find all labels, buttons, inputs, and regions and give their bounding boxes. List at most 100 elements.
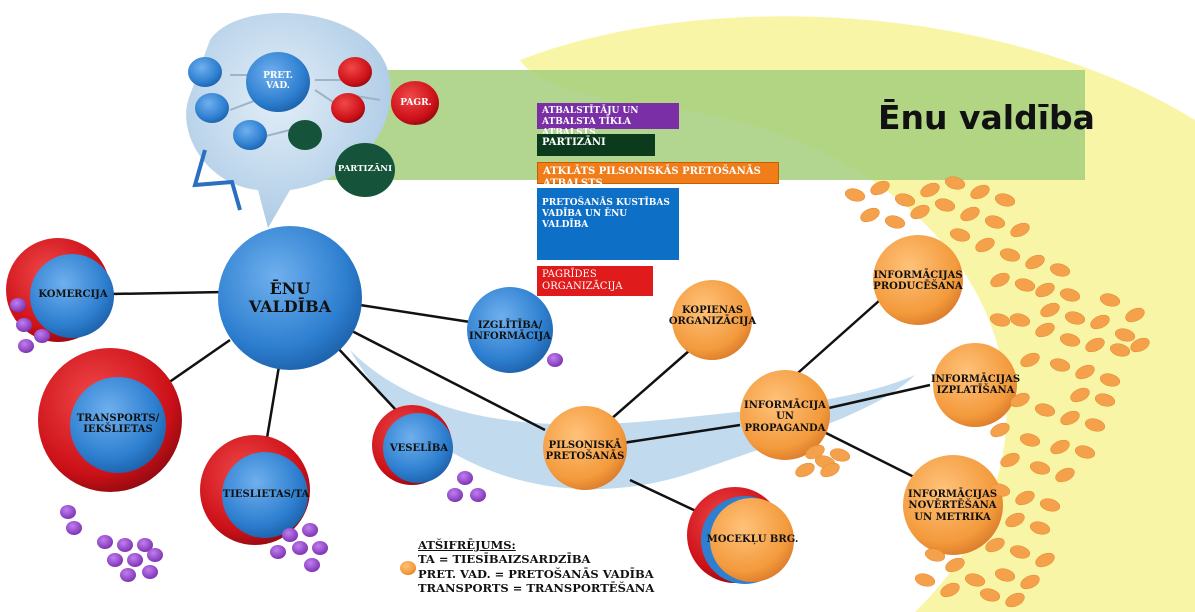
node-kopienas: KOPIENAS ORGANIZĀCIJA: [668, 304, 757, 328]
orange-pellet: [1099, 373, 1121, 387]
orange-pellet: [820, 462, 840, 478]
orange-pellet: [1094, 393, 1116, 407]
orange-pellet: [1020, 352, 1040, 368]
orange-pellet: [1099, 293, 1121, 307]
orange-pellet: [910, 204, 930, 220]
orange-pellet: [1029, 521, 1051, 535]
orange-pellet: [1035, 552, 1055, 568]
orange-pellet: [924, 548, 946, 562]
legend-key-leadership: PRETOŠANĀS KUSTĪBAS VADĪBA UN ĒNU VALDĪB…: [537, 188, 679, 260]
orange-pellet: [1075, 364, 1095, 380]
orange-pellet: [884, 215, 906, 229]
orange-pellets: [795, 176, 1150, 608]
node-partizani: PARTIZĀNI: [337, 164, 393, 175]
orange-pellet: [870, 180, 890, 196]
orange-pellet: [945, 557, 965, 573]
orange-pellet: [934, 198, 956, 212]
orange-pellet: [970, 184, 990, 200]
orange-pellet: [1109, 343, 1131, 357]
orange-pellet: [1125, 307, 1145, 323]
node-pilsoniska: PILSONISKĀ PRETOŠANĀS: [545, 439, 625, 463]
page-title: Ēnu valdība: [878, 98, 1095, 137]
orange-pellet: [1059, 333, 1081, 347]
node-informacija: INFORMĀCIJA UN PROPAGANDA: [744, 399, 826, 434]
orange-pellet: [940, 582, 960, 598]
orange-pellet: [1055, 467, 1075, 483]
orange-pellet: [999, 248, 1021, 262]
orange-pellet: [1114, 328, 1136, 342]
node-producesana: INFORMĀCIJAS PRODUCĒŠANA: [873, 269, 963, 293]
orange-pellet: [975, 237, 995, 253]
orange-pellet: [1010, 392, 1030, 408]
node-komercija: KOMERCIJA: [38, 289, 108, 301]
orange-pellet: [994, 193, 1016, 207]
node-novertesana: INFORMĀCIJAS NOVĒRTĒŠANA UN METRIKA: [907, 488, 998, 523]
node-veseliba: VESELĪBA: [389, 443, 449, 455]
node-pagr: PAGR.: [400, 97, 432, 108]
node-mocekli: MOCEKĻU BRG.: [706, 534, 799, 546]
node-center: ĒNU VALDĪBA: [248, 278, 332, 316]
orange-pellet: [1000, 452, 1020, 468]
abbreviation-heading: ATŠIFRĒJUMS:: [418, 538, 516, 552]
orange-pellet: [990, 272, 1010, 288]
orange-pellet: [805, 444, 825, 460]
orange-pellet: [990, 422, 1010, 438]
orange-pellet: [1035, 282, 1055, 298]
orange-pellet: [949, 228, 971, 242]
orange-pellet: [1035, 322, 1055, 338]
legend-key-civil-resistance: ATKLĀTS PILSONISKĀS PRETOŠANĀS ATBALSTS: [537, 162, 779, 189]
orange-pellet: [1015, 490, 1035, 506]
orange-pellet: [960, 206, 980, 222]
orange-pellet: [989, 483, 1011, 497]
orange-pellet: [1010, 222, 1030, 238]
bubble-circles: [188, 52, 439, 197]
orange-pellet: [894, 193, 916, 207]
orange-pellet: [1009, 313, 1031, 327]
orange-pellet: [984, 215, 1006, 229]
orange-pellet: [1070, 387, 1090, 403]
orange-pellet: [1049, 358, 1071, 372]
orange-pellet: [829, 448, 851, 462]
orange-pellet: [989, 313, 1011, 327]
abbreviation-line-2: PRET. VAD. = PRETOŠANĀS VADĪBA: [418, 566, 654, 581]
orange-pellet: [1130, 337, 1150, 353]
orange-pellet: [1019, 433, 1041, 447]
blue-swoosh: [350, 350, 915, 490]
orange-pellet: [920, 182, 940, 198]
orange-pellet: [1005, 592, 1025, 608]
orange-pellet: [1085, 337, 1105, 353]
orange-pellet: [1049, 263, 1071, 277]
legend-key-supporters: ATBALSTĪTĀJU UN ATBALSTA TĪKLA ATBALSTS: [537, 103, 679, 138]
abbreviation-line-3: TRANSPORTS = TRANSPORTĒŠANA: [418, 581, 655, 596]
orange-pellet: [1029, 461, 1051, 475]
orange-pellet: [844, 188, 866, 202]
orange-pellet: [860, 207, 880, 223]
orange-pellet: [914, 573, 936, 587]
orange-pellet: [1040, 302, 1060, 318]
node-tieslietas: TIESLIETAS/TA: [222, 489, 310, 501]
orange-pellet: [1064, 311, 1086, 325]
orange-pellet: [1034, 403, 1056, 417]
legend-orange-dot: [400, 561, 416, 575]
abbreviation-legend: ATŠIFRĒJUMS: TA = TIESĪBAIZSARDZĪBA PRET…: [418, 538, 654, 596]
orange-pellet: [1059, 288, 1081, 302]
orange-pellet: [985, 537, 1005, 553]
purple-dots: [10, 298, 563, 582]
node-transports: TRANSPORTS/ IEKŠLIETAS: [76, 412, 160, 436]
legend-key-underground: PAGRĪDES ORGANIZĀCIJA: [537, 266, 653, 296]
orange-pellet: [1009, 545, 1031, 559]
orange-pellet: [1025, 254, 1045, 270]
node-izglitiba: IZGLĪTĪBA/ INFORMĀCIJA: [469, 319, 551, 343]
node-izplatisana: INFORMĀCIJAS IZPLATĪŠANA: [930, 373, 1021, 397]
orange-pellet: [1074, 445, 1096, 459]
orange-pellet: [994, 568, 1016, 582]
orange-pellet: [964, 573, 986, 587]
orange-pellet: [1039, 498, 1061, 512]
orange-pellet: [1090, 314, 1110, 330]
legend-key-partisans: PARTIZĀNI: [537, 134, 655, 156]
abbreviation-line-1: TA = TIESĪBAIZSARDZĪBA: [418, 552, 591, 567]
orange-pellet: [1060, 410, 1080, 426]
node-pret-vad: PRET. VAD.: [263, 70, 293, 91]
